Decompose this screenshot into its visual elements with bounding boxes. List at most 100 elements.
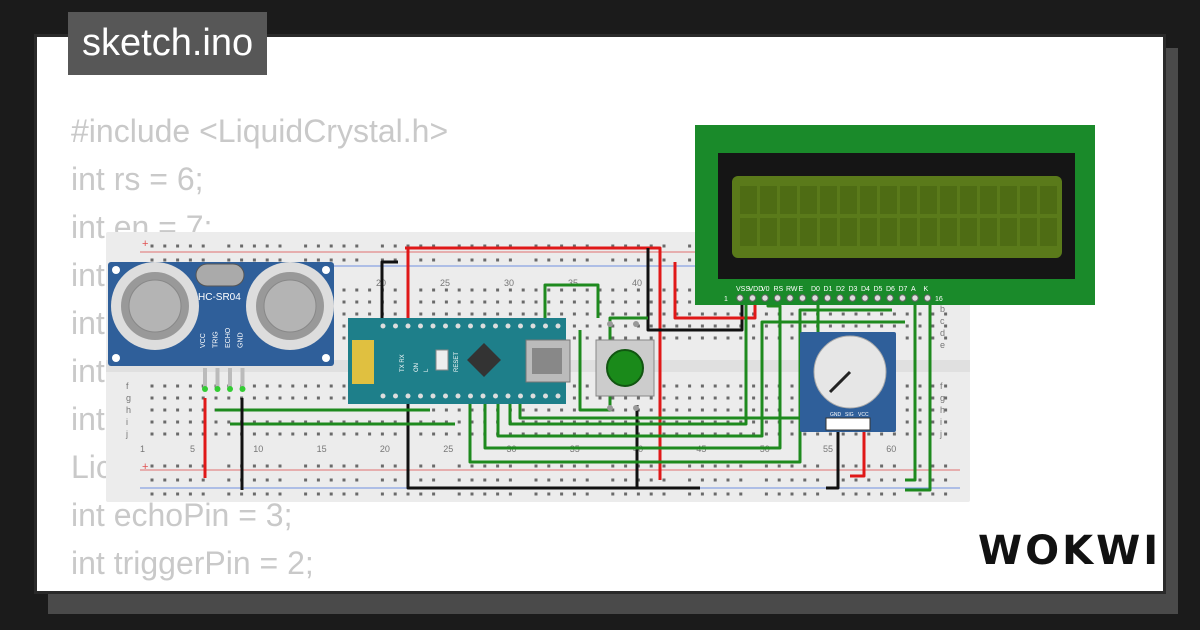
breadboard-hole[interactable] xyxy=(188,408,192,412)
breadboard-hole[interactable] xyxy=(419,478,423,482)
breadboard-hole[interactable] xyxy=(380,464,384,468)
breadboard-hole[interactable] xyxy=(547,258,551,262)
breadboard-hole[interactable] xyxy=(713,312,717,316)
breadboard-hole[interactable] xyxy=(764,464,768,468)
breadboard-hole[interactable] xyxy=(176,420,180,424)
nano-pin[interactable] xyxy=(530,323,536,329)
breadboard-hole[interactable] xyxy=(777,492,781,496)
breadboard-hole[interactable] xyxy=(368,312,372,316)
nano-pin[interactable] xyxy=(430,323,436,329)
breadboard-hole[interactable] xyxy=(355,492,359,496)
breadboard-hole[interactable] xyxy=(585,492,589,496)
breadboard-hole[interactable] xyxy=(329,396,333,400)
breadboard-hole[interactable] xyxy=(508,258,512,262)
breadboard-hole[interactable] xyxy=(201,492,205,496)
breadboard-hole[interactable] xyxy=(278,244,282,248)
breadboard-hole[interactable] xyxy=(252,464,256,468)
breadboard-hole[interactable] xyxy=(521,288,525,292)
breadboard-hole[interactable] xyxy=(214,432,218,436)
breadboard-hole[interactable] xyxy=(700,432,704,436)
breadboard-hole[interactable] xyxy=(355,258,359,262)
breadboard-hole[interactable] xyxy=(931,420,935,424)
breadboard-hole[interactable] xyxy=(585,432,589,436)
breadboard-hole[interactable] xyxy=(918,384,922,388)
breadboard-hole[interactable] xyxy=(892,324,896,328)
breadboard-hole[interactable] xyxy=(150,396,154,400)
breadboard-hole[interactable] xyxy=(444,420,448,424)
breadboard-hole[interactable] xyxy=(854,478,858,482)
breadboard-hole[interactable] xyxy=(496,300,500,304)
breadboard-hole[interactable] xyxy=(841,492,845,496)
breadboard-hole[interactable] xyxy=(432,464,436,468)
breadboard-hole[interactable] xyxy=(892,492,896,496)
breadboard-hole[interactable] xyxy=(636,396,640,400)
breadboard-hole[interactable] xyxy=(547,408,551,412)
breadboard-hole[interactable] xyxy=(252,384,256,388)
breadboard-hole[interactable] xyxy=(176,478,180,482)
breadboard-hole[interactable] xyxy=(662,336,666,340)
breadboard-hole[interactable] xyxy=(752,432,756,436)
breadboard-hole[interactable] xyxy=(713,324,717,328)
breadboard-hole[interactable] xyxy=(252,432,256,436)
breadboard-hole[interactable] xyxy=(649,324,653,328)
breadboard-hole[interactable] xyxy=(329,478,333,482)
breadboard-hole[interactable] xyxy=(521,300,525,304)
breadboard-hole[interactable] xyxy=(483,492,487,496)
lcd-pin[interactable] xyxy=(898,294,907,302)
breadboard-hole[interactable] xyxy=(342,492,346,496)
breadboard-hole[interactable] xyxy=(419,300,423,304)
breadboard-hole[interactable] xyxy=(355,300,359,304)
breadboard-hole[interactable] xyxy=(611,324,615,328)
breadboard-hole[interactable] xyxy=(585,384,589,388)
breadboard-hole[interactable] xyxy=(547,300,551,304)
nano-pin[interactable] xyxy=(493,323,498,329)
breadboard-hole[interactable] xyxy=(265,464,269,468)
breadboard-hole[interactable] xyxy=(572,464,576,468)
breadboard-hole[interactable] xyxy=(342,464,346,468)
breadboard-hole[interactable] xyxy=(764,312,768,316)
breadboard-hole[interactable] xyxy=(905,324,909,328)
breadboard-hole[interactable] xyxy=(662,408,666,412)
breadboard-hole[interactable] xyxy=(406,244,410,248)
breadboard-hole[interactable] xyxy=(636,244,640,248)
breadboard-hole[interactable] xyxy=(457,464,461,468)
breadboard-hole[interactable] xyxy=(611,478,615,482)
breadboard-hole[interactable] xyxy=(752,420,756,424)
breadboard-hole[interactable] xyxy=(406,492,410,496)
breadboard-hole[interactable] xyxy=(803,324,807,328)
breadboard-hole[interactable] xyxy=(329,384,333,388)
breadboard-hole[interactable] xyxy=(841,464,845,468)
breadboard-hole[interactable] xyxy=(688,288,692,292)
breadboard-hole[interactable] xyxy=(316,464,320,468)
breadboard-hole[interactable] xyxy=(867,492,871,496)
breadboard-hole[interactable] xyxy=(572,300,576,304)
breadboard-hole[interactable] xyxy=(342,258,346,262)
breadboard-hole[interactable] xyxy=(713,420,717,424)
breadboard-hole[interactable] xyxy=(304,244,308,248)
breadboard-hole[interactable] xyxy=(688,478,692,482)
breadboard-hole[interactable] xyxy=(828,324,832,328)
lcd-pin[interactable] xyxy=(848,294,857,302)
lcd-pin[interactable] xyxy=(761,294,769,302)
breadboard-hole[interactable] xyxy=(355,244,359,248)
breadboard-hole[interactable] xyxy=(432,432,436,436)
breadboard-hole[interactable] xyxy=(176,396,180,400)
breadboard-hole[interactable] xyxy=(688,408,692,412)
breadboard-hole[interactable] xyxy=(457,492,461,496)
breadboard-hole[interactable] xyxy=(611,464,615,468)
breadboard-hole[interactable] xyxy=(649,432,653,436)
breadboard-hole[interactable] xyxy=(483,244,487,248)
breadboard-hole[interactable] xyxy=(496,464,500,468)
breadboard-hole[interactable] xyxy=(585,420,589,424)
lcd-pin[interactable] xyxy=(823,294,832,302)
breadboard-hole[interactable] xyxy=(240,258,244,262)
breadboard-hole[interactable] xyxy=(675,432,679,436)
breadboard-hole[interactable] xyxy=(803,312,807,316)
breadboard-hole[interactable] xyxy=(470,244,474,248)
breadboard-hole[interactable] xyxy=(649,408,653,412)
breadboard-hole[interactable] xyxy=(931,408,935,412)
breadboard-hole[interactable] xyxy=(560,464,564,468)
breadboard-hole[interactable] xyxy=(278,396,282,400)
breadboard-hole[interactable] xyxy=(163,408,167,412)
